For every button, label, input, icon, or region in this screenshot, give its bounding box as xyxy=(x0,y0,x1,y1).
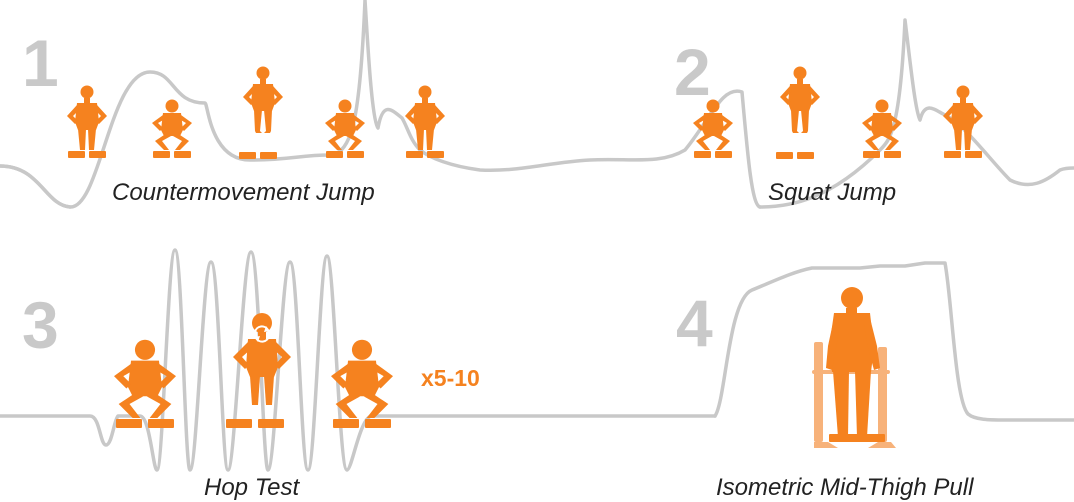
panel-number-4: 4 xyxy=(676,286,713,360)
force-plates-center xyxy=(226,419,284,428)
panel-number-2: 2 xyxy=(674,35,711,109)
athlete-standing-final xyxy=(943,85,983,158)
athlete-hop-landing xyxy=(114,339,176,428)
force-trace-hop-test xyxy=(0,248,717,472)
athlete-standing xyxy=(67,85,107,158)
athlete-landing xyxy=(325,99,365,158)
athlete-crouching xyxy=(152,99,192,158)
force-plates-empty xyxy=(239,152,277,159)
caption-squat-jump: Squat Jump xyxy=(768,179,896,206)
athlete-airborne xyxy=(780,66,820,133)
squat-jump-athletes xyxy=(693,66,983,159)
caption-isometric-mid-thigh-pull: Isometric Mid-Thigh Pull xyxy=(716,474,974,501)
athlete-isometric-pull xyxy=(826,287,885,442)
athlete-hop-landing-2 xyxy=(331,339,393,428)
panel-number-1: 1 xyxy=(22,26,59,100)
repeat-icon xyxy=(254,325,270,343)
panel-number-3: 3 xyxy=(22,288,59,362)
athlete-squat-hold xyxy=(693,99,733,158)
caption-countermovement-jump: Countermovement Jump xyxy=(112,179,375,206)
caption-hop-test: Hop Test xyxy=(204,474,301,501)
force-trace-countermovement-jump xyxy=(0,0,762,209)
countermovement-jump-athletes xyxy=(67,66,445,159)
athlete-standing-final xyxy=(405,85,445,158)
force-plates-empty xyxy=(776,152,814,159)
athlete-landing xyxy=(862,99,902,158)
force-trace-squat-jump xyxy=(0,18,1074,209)
reps-label: x5-10 xyxy=(421,365,480,391)
force-trace-isometric-mid-thigh-pull xyxy=(713,261,1074,422)
hop-test-athletes xyxy=(114,313,393,428)
athlete-airborne xyxy=(243,66,283,133)
